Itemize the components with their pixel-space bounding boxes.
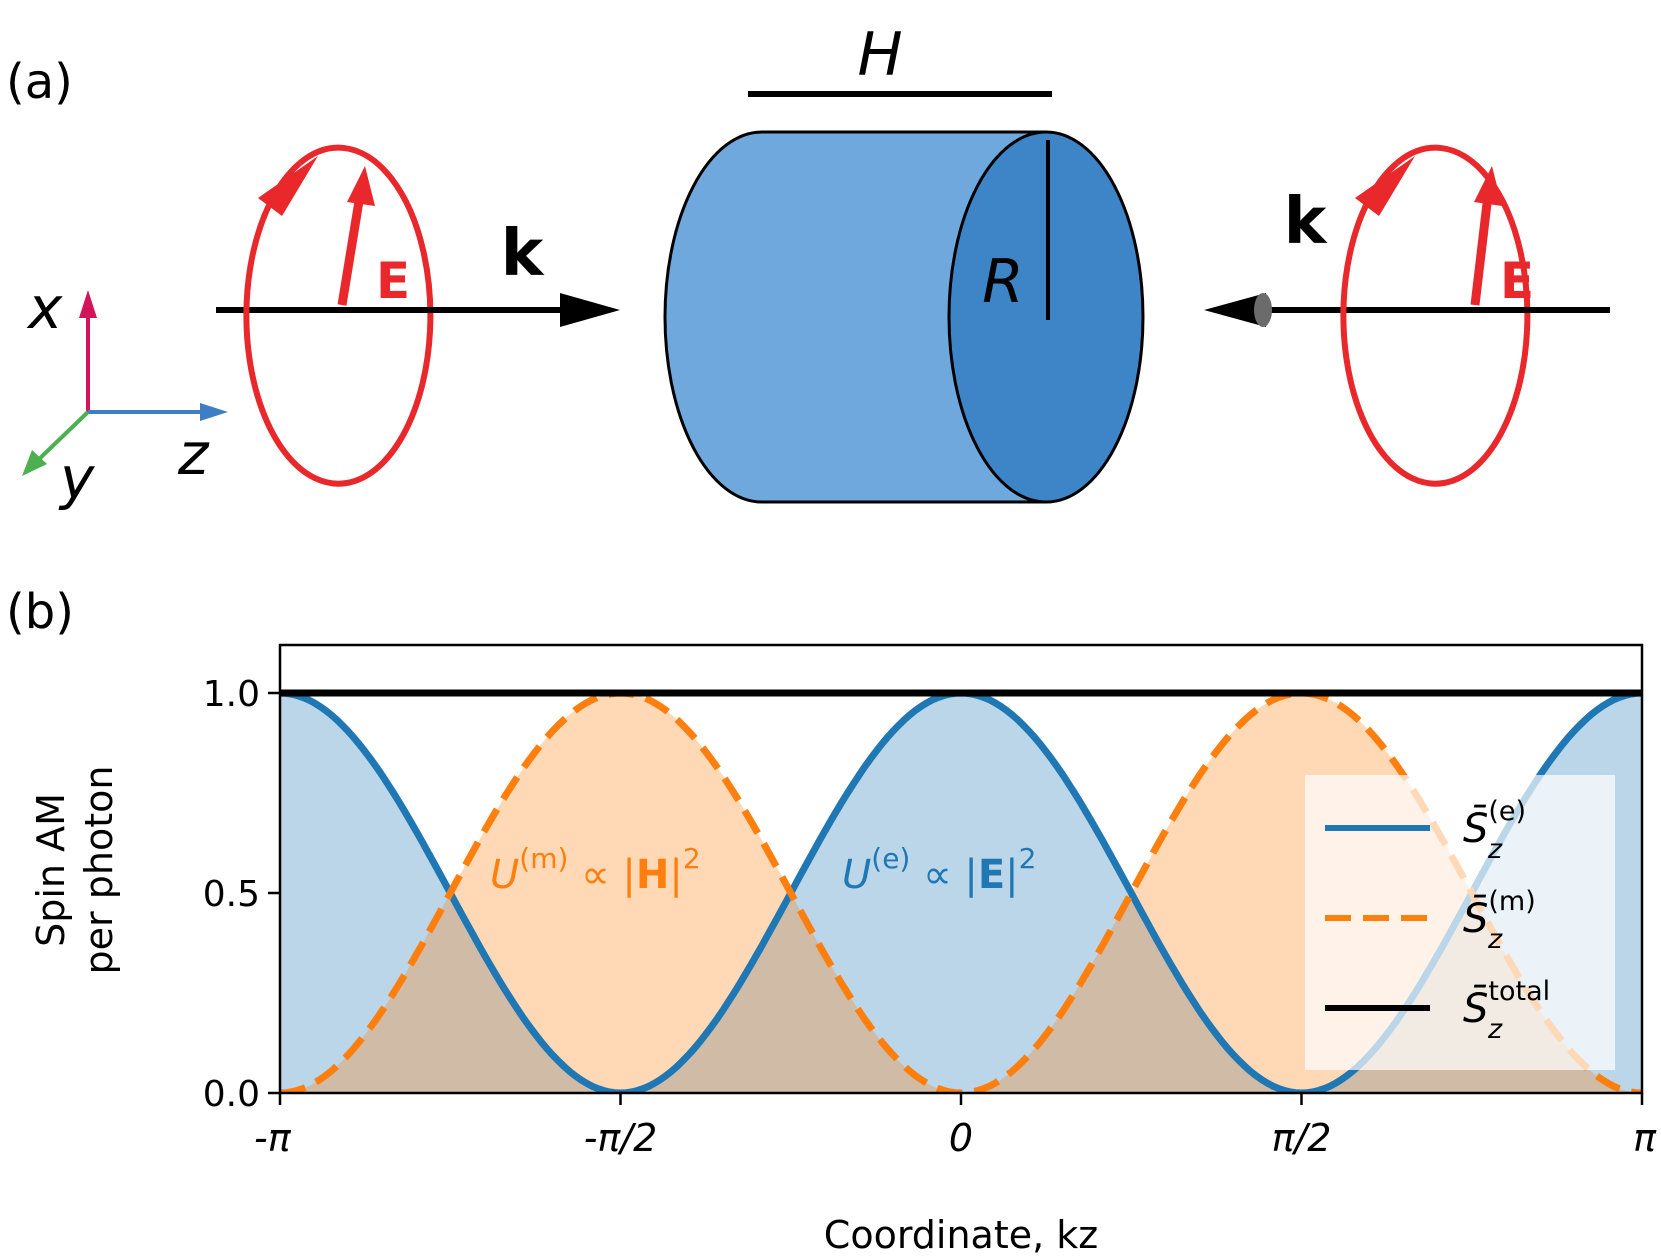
magnetic-annotation-bar: | (669, 852, 682, 898)
y-axis-title-line-2: per photon (77, 766, 121, 975)
y-axis-arrow (34, 410, 90, 464)
series-area-0 (280, 693, 1642, 1093)
panel-a-label: (a) (6, 54, 73, 110)
x-axis-title: Coordinate, kz (824, 1213, 1098, 1257)
magnetic-annotation-power: 2 (683, 842, 701, 875)
x-tick-label: 0 (949, 1116, 973, 1160)
x-tick-label: π/2 (1272, 1116, 1332, 1160)
electric-annotation-field: E (978, 852, 1005, 898)
legend-magnetic-base: S̄ (1463, 894, 1488, 942)
electric-annotation-power: 2 (1019, 842, 1037, 875)
y-tick-label: 1.0 (203, 674, 260, 715)
legend-electric-base: S̄ (1463, 804, 1488, 852)
left-polarization-ellipse-front (243, 160, 433, 487)
legend-total-base: S̄ (1463, 984, 1488, 1032)
electric-energy-annotation: U(e) ∝ |E|2 (842, 842, 1036, 898)
magnetic-energy-annotation: U(m) ∝ |H|2 (490, 842, 701, 898)
electric-annotation-bar: | (1005, 852, 1018, 898)
right-wave: E k (1204, 144, 1610, 487)
coordinate-axes: x y z (22, 274, 228, 512)
electric-annotation-proportional: ∝ | (910, 852, 977, 898)
legend-electric-sub: z (1487, 834, 1503, 865)
right-polarization-ellipse-front (1340, 160, 1530, 487)
y-ticks: 0.0 0.5 1.0 (203, 674, 280, 1115)
legend-label-electric: S̄(e) z (1463, 796, 1526, 865)
radius-label: R (982, 247, 1024, 317)
x-tick-label: -π (254, 1116, 292, 1160)
legend-label-total: S̄total z (1463, 976, 1550, 1045)
electric-annotation-superscript: (e) (871, 842, 910, 875)
left-polarization-ellipse-back (298, 144, 434, 332)
magnetic-annotation-field: H (636, 852, 669, 898)
y-axis-label: y (58, 444, 95, 512)
y-axis-title-line-1: Spin AM (29, 793, 73, 947)
left-field-arrowhead (347, 166, 375, 206)
z-axis-label: z (177, 420, 210, 488)
magnetic-annotation-symbol: U (490, 852, 519, 898)
left-k-arrowhead (560, 293, 620, 327)
left-field-vector (337, 194, 365, 306)
right-field-label: E (1500, 252, 1534, 310)
magnetic-annotation-superscript: (m) (519, 842, 568, 875)
y-tick-label: 0.5 (203, 874, 260, 915)
right-field-vector (1470, 194, 1493, 306)
z-axis-arrowhead (200, 403, 228, 421)
cylinder: R (663, 130, 1145, 504)
magnetic-annotation-proportional: ∝ | (568, 852, 635, 898)
left-rotation-arrowhead (258, 156, 318, 216)
panel-b: (b) U(m) ∝ |H|2 U(e) ∝ |E|2 S̄(e)z S̄(m)… (6, 584, 1657, 1257)
legend-electric-sup: (e) (1488, 796, 1526, 827)
x-ticks: -π -π/2 0 π/2 π (254, 1093, 1657, 1160)
right-field-arrowhead (1474, 166, 1502, 206)
left-field-label: E (376, 252, 410, 310)
legend-total-sup: total (1488, 976, 1550, 1007)
left-k-label: k (501, 217, 545, 291)
legend-label-magnetic: S̄(m) z (1463, 886, 1536, 955)
right-k-arrowhead (1204, 293, 1266, 327)
right-k-label: k (1284, 185, 1328, 259)
legend-magnetic-sup: (m) (1488, 886, 1535, 917)
panel-b-label: (b) (6, 584, 74, 640)
x-axis-label: x (26, 274, 63, 342)
x-tick-label: -π/2 (584, 1116, 658, 1160)
right-rotation-arrowhead (1355, 156, 1415, 216)
length-label: H (857, 20, 902, 90)
y-tick-label: 0.0 (203, 1074, 260, 1115)
cylinder-side (663, 130, 1048, 504)
legend-total-sub: z (1487, 1014, 1503, 1045)
legend-magnetic-sub: z (1487, 924, 1503, 955)
x-tick-label: π (1633, 1116, 1657, 1160)
legend-box (1305, 775, 1615, 1070)
electric-annotation-symbol: U (842, 852, 871, 898)
left-wave: E k (216, 144, 620, 487)
series-area-1 (280, 693, 1642, 1093)
y-axis-arrowhead (22, 450, 47, 476)
right-k-arrow-tail-cap (1254, 293, 1272, 327)
x-axis-arrowhead (79, 290, 97, 318)
x-axis-title-text: Coordinate, kz (824, 1213, 1098, 1257)
plot-fills (280, 693, 1642, 1093)
panel-a: (a) H R x y z (6, 20, 1610, 512)
